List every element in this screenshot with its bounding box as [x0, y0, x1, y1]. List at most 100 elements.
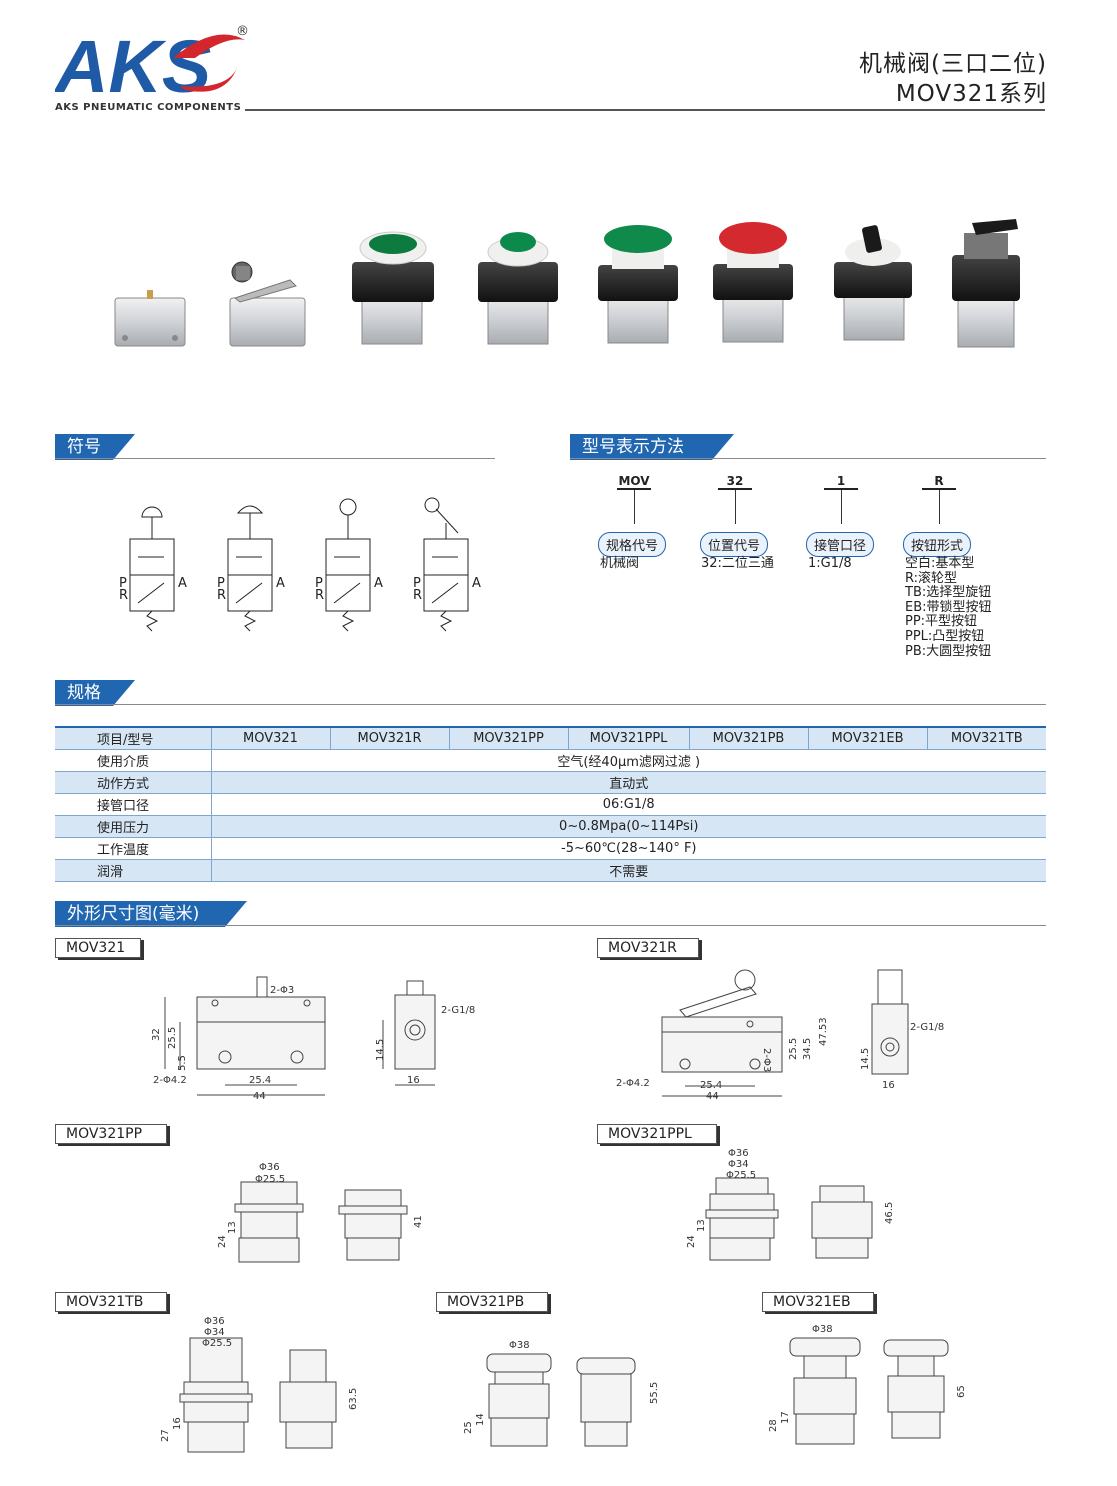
dim-label: 25 — [463, 1421, 474, 1434]
dim-label: 34.5 — [802, 1038, 813, 1060]
dim-label: 28 — [768, 1419, 779, 1432]
button-type-item: 空白:基本型 — [905, 556, 975, 571]
svg-text:A: A — [178, 576, 187, 591]
spec-row-label: 使用压力 — [55, 815, 212, 837]
dim-label: Φ34 — [204, 1327, 225, 1338]
code-label-spec: 规格代号 — [598, 532, 667, 557]
dim-label: 14.5 — [375, 1039, 386, 1061]
button-type-item: R:滚轮型 — [905, 570, 958, 586]
spec-row-label: 动作方式 — [55, 771, 212, 793]
button-type-item: PB:大圆型按钮 — [905, 643, 992, 659]
dim-label: Φ36 — [728, 1148, 749, 1159]
dim-label: 13 — [227, 1221, 238, 1234]
section-spec-title: 规格 — [55, 680, 113, 706]
dim-label: 25.5 — [167, 1027, 178, 1049]
spec-row-label: 接管口径 — [55, 793, 212, 815]
spec-row-value: -5~60℃(28~140° F) — [211, 837, 1046, 859]
spec-row-label: 工作温度 — [55, 837, 212, 859]
svg-text:R: R — [413, 588, 422, 603]
spec-row: 工作温度 -5~60℃(28~140° F) — [55, 837, 1046, 859]
header-rule — [245, 109, 1045, 111]
dim-label: 16 — [882, 1080, 895, 1091]
dim-label: 14.5 — [860, 1048, 871, 1070]
svg-text:P: P — [315, 576, 323, 591]
symbol-lever-roller: PRA — [413, 497, 481, 632]
dim-label: 44 — [706, 1091, 719, 1102]
dim-title-mov321: MOV321 — [55, 938, 141, 958]
button-type-item: EB:带锁型按钮 — [905, 599, 992, 615]
product-mov321-key — [952, 219, 1020, 348]
drawing-mov321tb: Φ36 Φ34 Φ25.5 27 16 63.5 — [160, 1316, 359, 1453]
dim-label: Φ38 — [509, 1340, 530, 1351]
model-code-1: 1 — [811, 474, 871, 524]
code-part: 32 — [726, 474, 744, 488]
page-title-cn: 机械阀(三口二位) — [859, 51, 1047, 77]
dim-label: Φ38 — [812, 1324, 833, 1335]
dim-label: 25.5 — [788, 1038, 799, 1060]
code-label-button: 按钮形式 — [903, 532, 972, 557]
dim-label: 24 — [217, 1235, 228, 1248]
dim-label: 44 — [253, 1091, 266, 1102]
spec-row: 接管口径 06:G1/8 — [55, 793, 1046, 815]
spec-header-row: 项目/型号 MOV321 MOV321R MOV321PP MOV321PPL … — [55, 727, 1046, 749]
model-col: MOV321PP — [449, 727, 569, 749]
dim-title-mov321pb: MOV321PB — [436, 1292, 548, 1312]
svg-text:A: A — [374, 576, 383, 591]
drawing-mov321pb: Φ38 25 14 55.5 — [463, 1340, 660, 1447]
dim-title-mov321pp: MOV321PP — [55, 1124, 167, 1144]
product-mov321ppl — [478, 232, 558, 345]
section-symbol: 符号 — [55, 434, 495, 460]
code-label-position: 位置代号 — [700, 532, 769, 557]
dim-label: Φ25.5 — [255, 1174, 285, 1185]
symbol-mushroom: PRA — [217, 505, 285, 632]
section-model-code-title: 型号表示方法 — [570, 434, 712, 460]
section-dimensions: 外形尺寸图(毫米) — [55, 901, 1046, 927]
symbol-roller: PR A — [315, 498, 383, 632]
dim-label: 65 — [956, 1385, 967, 1398]
dim-label: 55.5 — [649, 1382, 660, 1404]
dim-label: 2-Φ3 — [761, 1048, 772, 1072]
dim-label: 25.4 — [249, 1075, 271, 1086]
logo-letters: AKS — [55, 28, 211, 98]
model-col: MOV321R — [330, 727, 450, 749]
spec-row-value: 空气(经40μm滤网过滤 ) — [211, 749, 1046, 771]
dim-label: Φ34 — [728, 1159, 749, 1170]
svg-text:A: A — [276, 576, 285, 591]
model-col: MOV321 — [211, 727, 331, 749]
drawing-mov321pp: Φ36 Φ25.5 24 13 41 — [217, 1162, 424, 1263]
section-model-code: 型号表示方法 — [570, 434, 1046, 460]
spec-row-value: 0~0.8Mpa(0~114Psi) — [211, 815, 1046, 837]
spec-row-label: 润滑 — [55, 859, 212, 881]
dim-label: 63.5 — [348, 1388, 359, 1410]
svg-text:P: P — [119, 576, 127, 591]
dim-label: 16 — [407, 1075, 420, 1086]
dim-label: 24 — [686, 1235, 697, 1248]
code-desc-spec: 机械阀 — [600, 556, 640, 571]
model-col: MOV321EB — [808, 727, 928, 749]
product-mov321pb — [598, 225, 678, 344]
drawing-mov321eb: Φ38 28 17 65 — [768, 1324, 967, 1445]
product-mov321tb — [834, 225, 912, 341]
registered-mark: ® — [236, 24, 249, 39]
svg-text:A: A — [472, 576, 481, 591]
model-col: MOV321PPL — [568, 727, 690, 749]
spec-row-value: 不需要 — [211, 859, 1046, 881]
spec-row-value: 06:G1/8 — [211, 793, 1046, 815]
dim-label: 2-Φ4.2 — [153, 1075, 187, 1086]
dim-label: 2-G1/8 — [910, 1022, 944, 1033]
page-title-series: MOV321系列 — [895, 81, 1047, 107]
dim-label: 2-Φ3 — [270, 985, 294, 996]
dim-title-mov321eb: MOV321EB — [762, 1292, 874, 1312]
section-symbol-title: 符号 — [55, 434, 113, 460]
product-mov321 — [114, 290, 186, 347]
dim-label: Φ25.5 — [202, 1338, 232, 1349]
dim-label: 2-Φ4.2 — [616, 1078, 650, 1089]
product-photos — [114, 219, 1020, 348]
svg-text:R: R — [315, 588, 324, 603]
code-part: MOV — [618, 474, 650, 488]
drawing-mov321ppl: Φ36 Φ34 Φ25.5 24 13 46.5 — [686, 1148, 895, 1261]
dim-label: 13 — [696, 1219, 707, 1232]
dim-title-mov321tb: MOV321TB — [55, 1292, 167, 1312]
dim-label: 46.5 — [884, 1202, 895, 1224]
dim-label: Φ25.5 — [726, 1170, 756, 1181]
